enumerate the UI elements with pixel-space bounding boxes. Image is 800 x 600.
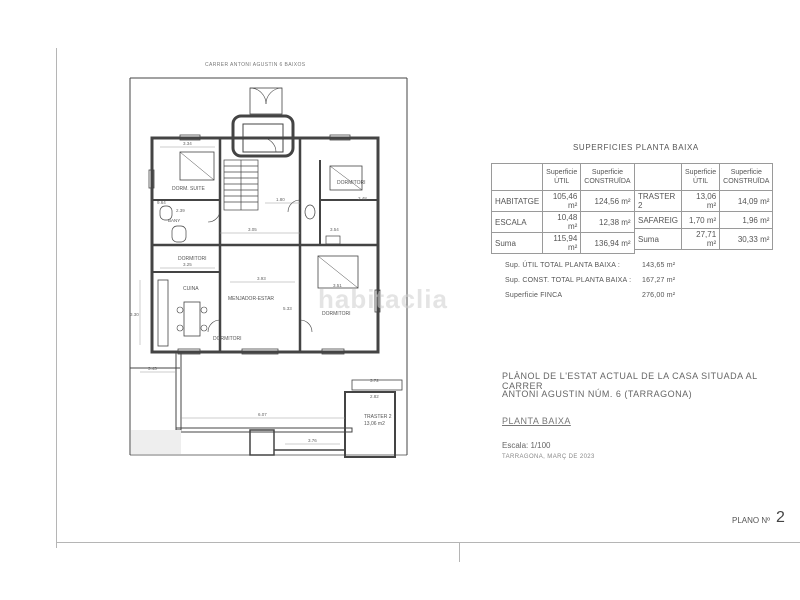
room-label-dormitori-bottom: DORMITORI xyxy=(213,336,242,342)
table-row: HABITATGE 105,46 m² 124,56 m² xyxy=(490,190,635,212)
room-label-cuina: CUINA xyxy=(183,286,199,292)
dimension-label: 2.82 xyxy=(370,394,379,399)
table-header-empty xyxy=(490,163,544,191)
plan-name: PLANTA BAIXA xyxy=(502,416,571,426)
row-util: 13,06 m² xyxy=(681,190,721,212)
place-date: TARRAGONA, MARÇ DE 2023 xyxy=(502,454,595,460)
row-util: 27,71 m² xyxy=(681,228,721,250)
traster-room xyxy=(344,391,396,458)
scale-label: Escala: 1/100 xyxy=(502,441,551,450)
dimension-label: 3.72 xyxy=(370,378,379,383)
row-util: 105,46 m² xyxy=(542,190,582,212)
header-util-line1: Superficie xyxy=(546,169,578,176)
row-label: ESCALA xyxy=(490,211,544,233)
header-const-line2: CONSTRUÏDA xyxy=(723,178,770,185)
sheet-divider xyxy=(459,542,460,562)
dimension-label: 3.54 xyxy=(330,227,339,232)
dimension-label: 3.51 xyxy=(333,283,342,288)
entrance-door xyxy=(249,87,283,115)
street-label: CARRER ANTONI AGUSTIN 6 BAIXOS xyxy=(205,62,306,68)
room-label-menjador: MENJADOR-ESTAR xyxy=(228,296,275,302)
total-finca-label: Superficie FINCA xyxy=(505,292,563,299)
row-util: 115,94 m² xyxy=(542,232,582,254)
header-const-line1: Superficie xyxy=(591,169,623,176)
stairs xyxy=(223,159,259,211)
row-label: HABITATGE xyxy=(490,190,544,212)
sheet-bottom-border xyxy=(56,542,800,543)
room-label-traster-area: 13,06 m2 xyxy=(364,421,385,427)
dimension-label: 3.05 xyxy=(248,227,257,232)
watermark: habitaclia xyxy=(318,284,448,314)
table-row: Suma 115,94 m² 136,94 m² xyxy=(490,232,635,254)
room-label-bany: BANY xyxy=(168,218,181,223)
bed-right xyxy=(317,255,359,289)
safareig xyxy=(249,429,275,456)
room-label-traster: TRASTER 2 xyxy=(364,414,392,420)
row-label: Suma xyxy=(633,228,683,250)
garden-area xyxy=(131,430,181,454)
kitchen-table xyxy=(183,301,201,337)
dimension-label: 3.76 xyxy=(308,438,317,443)
row-label: SAFAREIG xyxy=(633,211,683,229)
dimension-label: 3.30 xyxy=(130,312,139,317)
row-util: 1,70 m² xyxy=(681,211,721,229)
row-const: 30,33 m² xyxy=(719,228,774,250)
dimension-label: 3.93 xyxy=(257,276,266,281)
total-util-label: Sup. ÚTIL TOTAL PLANTA BAIXA : xyxy=(505,262,621,269)
room-label-dormitori-right: DORMITORI xyxy=(322,311,351,317)
row-const: 136,94 m² xyxy=(580,232,635,254)
plan-title-line1: PLÀNOL DE L'ESTAT ACTUAL DE LA CASA SITU… xyxy=(502,371,758,391)
dimension-label: 9.64 xyxy=(157,200,166,205)
row-const: 124,56 m² xyxy=(580,190,635,212)
total-const-label: Sup. CONST. TOTAL PLANTA BAIXA : xyxy=(505,277,632,284)
row-util: 10,48 m² xyxy=(542,211,582,233)
dimension-label: 3.43 xyxy=(148,366,157,371)
stair-tower xyxy=(231,114,295,158)
dimension-label: 3.25 xyxy=(183,262,192,267)
row-const: 12,38 m² xyxy=(580,211,635,233)
header-const-line2: CONSTRUÏDA xyxy=(584,178,631,185)
table-row: TRASTER 2 13,06 m² 14,09 m² xyxy=(633,190,774,212)
yard-wall xyxy=(175,351,182,431)
header-const-line1: Superficie xyxy=(730,169,762,176)
row-const: 1,96 m² xyxy=(719,211,774,229)
row-const: 14,09 m² xyxy=(719,190,774,212)
total-util-value: 143,65 m² xyxy=(642,262,676,269)
header-util-line1: Superficie xyxy=(685,169,717,176)
dimension-label: 1.80 xyxy=(276,197,285,202)
table-header-empty xyxy=(633,163,683,191)
bed-top-right xyxy=(329,165,363,191)
plano-number: 2 xyxy=(776,509,785,526)
dimension-label: 6.07 xyxy=(258,412,267,417)
kitchen-counter xyxy=(157,279,169,347)
row-label: Suma xyxy=(490,232,544,254)
sheet-left-border xyxy=(56,48,57,548)
row-label: TRASTER 2 xyxy=(633,190,683,212)
dimension-label: 3.34 xyxy=(183,141,192,146)
dimension-label: 3.48 xyxy=(358,196,367,201)
header-util-line2: ÚTIL xyxy=(554,178,570,185)
room-label-dorm-suite: DORM. SUITE xyxy=(172,186,205,192)
bed-suite xyxy=(179,151,215,181)
room-label-dormitori-left: DORMITORI xyxy=(178,256,207,262)
plano-label: PLANO Nº xyxy=(732,516,771,525)
dimension-label: 2.39 xyxy=(176,208,185,213)
total-const-value: 167,27 m² xyxy=(642,277,676,284)
total-finca-value: 276,00 m² xyxy=(642,292,676,299)
header-util-line2: ÚTIL xyxy=(693,178,709,185)
plan-title-line2: ANTONI AGUSTIN NÚM. 6 (TARRAGONA) xyxy=(502,389,693,399)
table-row: Suma 27,71 m² 30,33 m² xyxy=(633,228,774,250)
dimension-label: 5.33 xyxy=(283,306,292,311)
table-row: SAFAREIG 1,70 m² 1,96 m² xyxy=(633,211,774,229)
room-label-dormitori-top-right: DORMITORI xyxy=(337,180,366,186)
table-row: ESCALA 10,48 m² 12,38 m² xyxy=(490,211,635,233)
surfaces-title: SUPERFICIES PLANTA BAIXA xyxy=(573,143,699,152)
